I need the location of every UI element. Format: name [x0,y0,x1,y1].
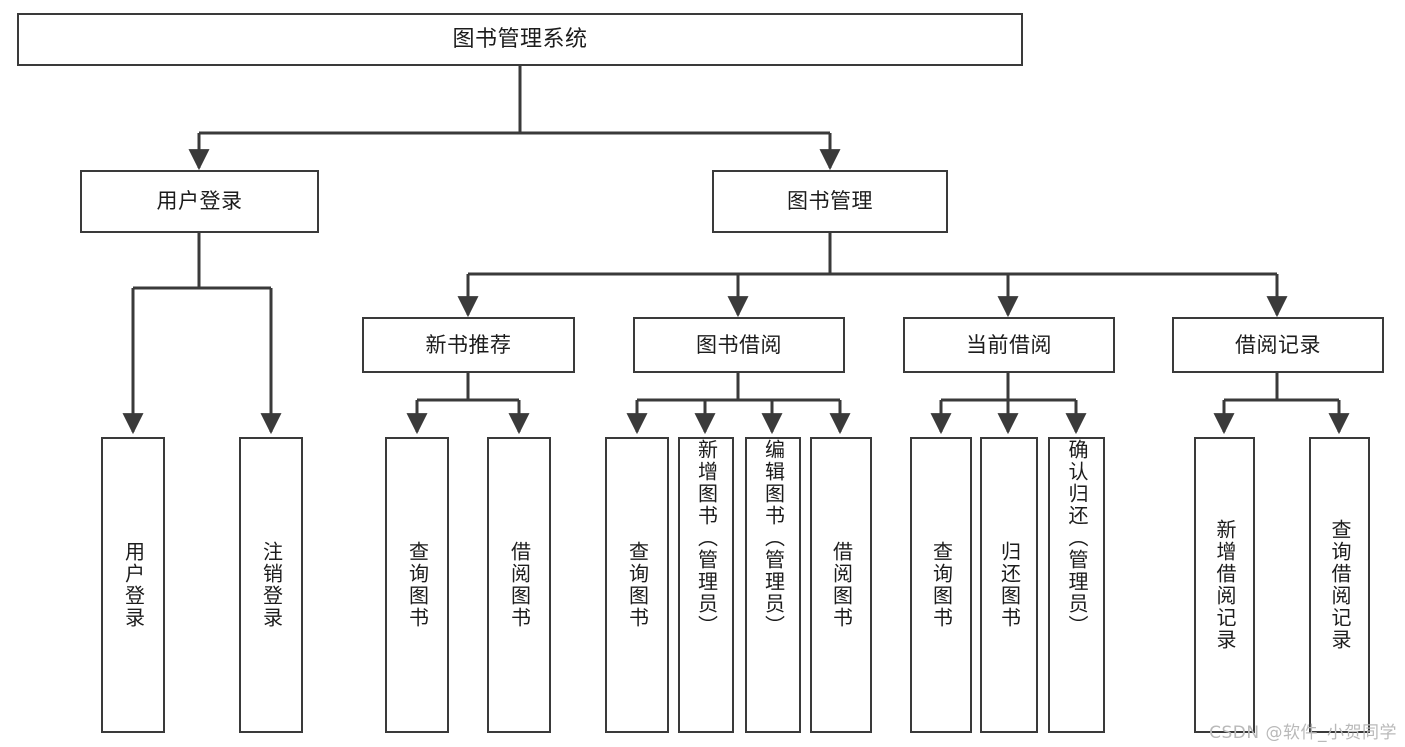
node-new-book-recommend[interactable]: 新书推荐 [362,317,575,373]
node-book-borrow-label: 图书借阅 [696,332,782,357]
leaf-borrow-query-book[interactable]: 查询图书 [605,437,669,733]
leaf-records-add-record-label: 新增借阅记录 [1213,519,1237,651]
leaf-current-confirm-return-admin[interactable]: 确认归还（管理员） [1048,437,1105,733]
leaf-user-login-label: 用户登录 [121,541,146,629]
leaf-records-query-record[interactable]: 查询借阅记录 [1309,437,1370,733]
leaf-borrow-query-book-label: 查询图书 [625,541,650,629]
node-borrow-records[interactable]: 借阅记录 [1172,317,1384,373]
node-book-management[interactable]: 图书管理 [712,170,948,233]
leaf-newbook-borrow-book[interactable]: 借阅图书 [487,437,551,733]
leaf-borrow-add-book-admin[interactable]: 新增图书（管理员） [678,437,734,733]
leaf-borrow-edit-book-admin[interactable]: 编辑图书（管理员） [745,437,801,733]
node-root-system-label: 图书管理系统 [452,26,588,52]
leaf-borrow-lend-book[interactable]: 借阅图书 [810,437,872,733]
leaf-newbook-query-book[interactable]: 查询图书 [385,437,449,733]
node-new-book-recommend-label: 新书推荐 [425,332,512,357]
leaf-current-query-book-label: 查询图书 [929,541,954,629]
node-root-system[interactable]: 图书管理系统 [17,13,1023,66]
node-current-borrow[interactable]: 当前借阅 [903,317,1115,373]
leaf-current-return-book-label: 归还图书 [997,541,1022,629]
node-current-borrow-label: 当前借阅 [966,332,1052,357]
leaf-current-confirm-return-admin-label: 确认归还（管理员） [1065,439,1089,637]
csdn-watermark: CSDN @软件_小贺同学 [1209,723,1397,743]
leaf-records-add-record[interactable]: 新增借阅记录 [1194,437,1255,733]
leaf-current-return-book[interactable]: 归还图书 [980,437,1038,733]
leaf-current-query-book[interactable]: 查询图书 [910,437,972,733]
node-user-login-label: 用户登录 [156,189,243,214]
leaf-borrow-lend-book-label: 借阅图书 [829,541,854,629]
leaf-newbook-borrow-book-label: 借阅图书 [507,541,532,629]
leaf-borrow-edit-book-admin-label: 编辑图书（管理员） [761,439,786,637]
leaf-borrow-add-book-admin-label: 新增图书（管理员） [694,439,719,637]
leaf-records-query-record-label: 查询借阅记录 [1328,519,1352,651]
leaf-user-logout-label: 注销登录 [259,541,284,629]
leaf-user-login[interactable]: 用户登录 [101,437,165,733]
node-user-login[interactable]: 用户登录 [80,170,319,233]
leaf-newbook-query-book-label: 查询图书 [405,541,430,629]
node-book-borrow[interactable]: 图书借阅 [633,317,845,373]
node-book-management-label: 图书管理 [787,189,873,214]
node-borrow-records-label: 借阅记录 [1235,332,1321,357]
leaf-user-logout[interactable]: 注销登录 [239,437,303,733]
